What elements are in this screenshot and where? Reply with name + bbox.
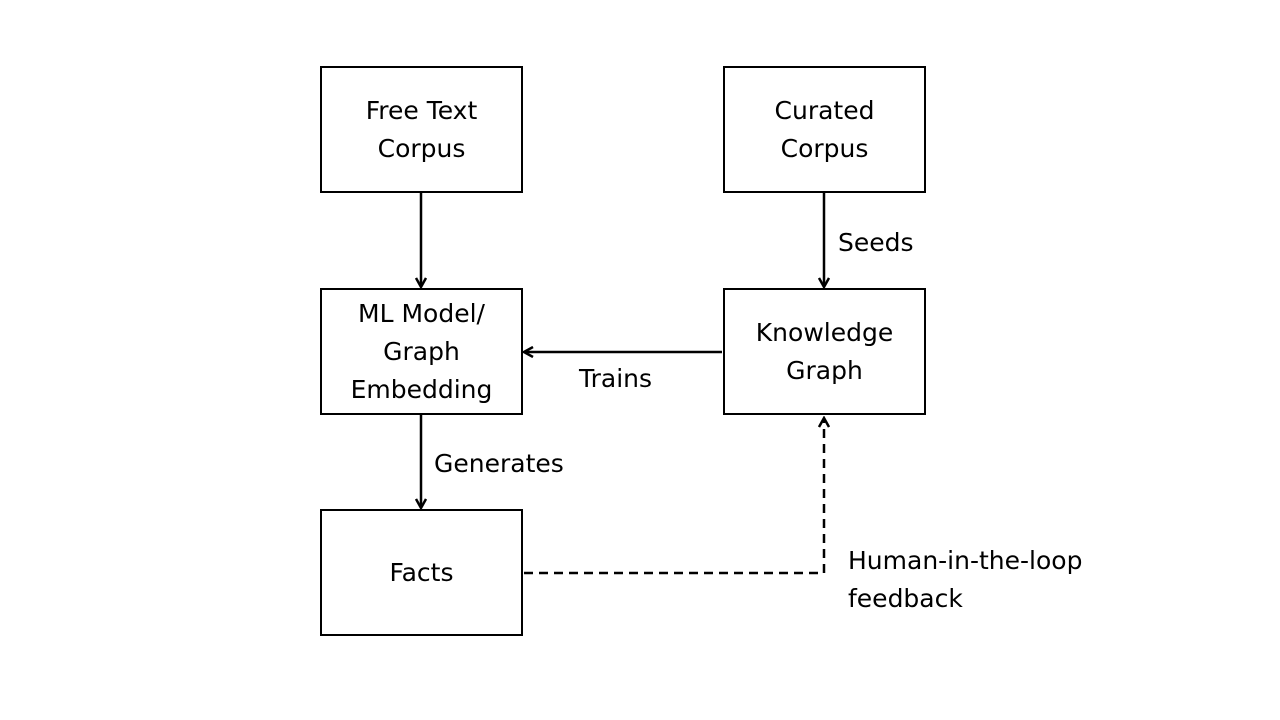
node-knowledge-graph: Knowledge Graph [723,288,926,415]
node-ml-model-graph-embedding: ML Model/ Graph Embedding [320,288,523,415]
edge-label-line: feedback [848,584,963,613]
edge-label-line: Human-in-the-loop [848,546,1083,575]
node-label-line: Embedding [350,374,493,404]
node-label-line: ML Model/ [358,298,485,328]
edge-label-feedback: Human-in-the-loop feedback [848,542,1082,618]
node-label-line: Facts [389,557,454,587]
node-label-line: Graph [786,355,863,385]
arrow-facts-to-knowledge-graph-dashed [524,418,824,575]
edge-label-seeds: Seeds [838,228,914,257]
node-facts: Facts [320,509,523,636]
node-label-line: Free Text [365,95,478,125]
edge-label-generates: Generates [434,449,564,478]
node-free-text-corpus: Free Text Corpus [320,66,523,193]
node-label-line: Corpus [780,133,869,163]
edge-label-trains: Trains [579,364,653,393]
node-label-line: Curated [774,95,875,125]
node-curated-corpus: Curated Corpus [723,66,926,193]
node-label-line: Graph [383,336,460,366]
node-label-line: Corpus [377,133,466,163]
node-label-line: Knowledge [755,317,894,347]
